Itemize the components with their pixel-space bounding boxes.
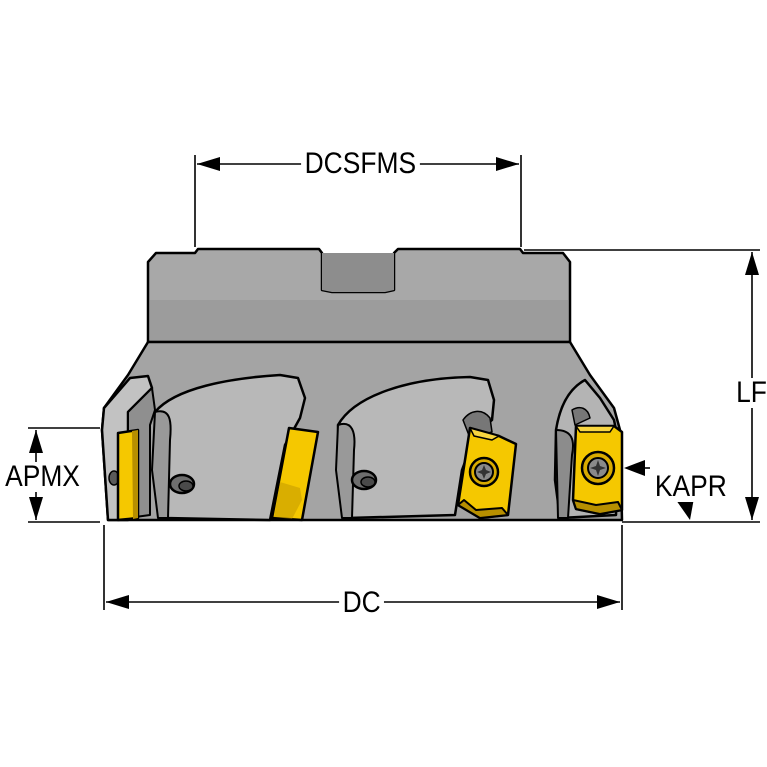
flute-center-right xyxy=(336,375,496,520)
cutter-body xyxy=(100,247,624,522)
arrow-icon xyxy=(597,595,620,609)
coolant-hole-center xyxy=(350,469,378,491)
coolant-hole-left xyxy=(168,473,196,495)
arrow-icon xyxy=(29,497,43,520)
apmx-label: APMX xyxy=(1,462,84,492)
lf-label: LF xyxy=(732,378,767,408)
dc-label: DC xyxy=(339,588,385,618)
inserts xyxy=(116,424,624,522)
arrow-icon xyxy=(29,430,43,453)
insert-center-left xyxy=(270,426,320,522)
insert-center-right xyxy=(456,426,518,520)
torx-screw-icon xyxy=(580,450,616,486)
insert-far-left xyxy=(116,428,140,522)
arrow-icon xyxy=(676,498,694,520)
arrow-icon xyxy=(745,497,759,520)
kapr-label: KAPR xyxy=(651,472,731,502)
dimension-lines xyxy=(28,155,760,610)
arrow-icon xyxy=(197,157,220,171)
arrow-icon xyxy=(496,157,519,171)
arrow-icon xyxy=(745,252,759,275)
dcsfms-label: DCSFMS xyxy=(301,149,420,179)
drive-slot xyxy=(322,253,394,292)
arrow-icon xyxy=(624,460,645,476)
insert-right xyxy=(571,424,624,516)
arrow-icon xyxy=(106,595,129,609)
torx-screw-icon xyxy=(468,456,500,488)
